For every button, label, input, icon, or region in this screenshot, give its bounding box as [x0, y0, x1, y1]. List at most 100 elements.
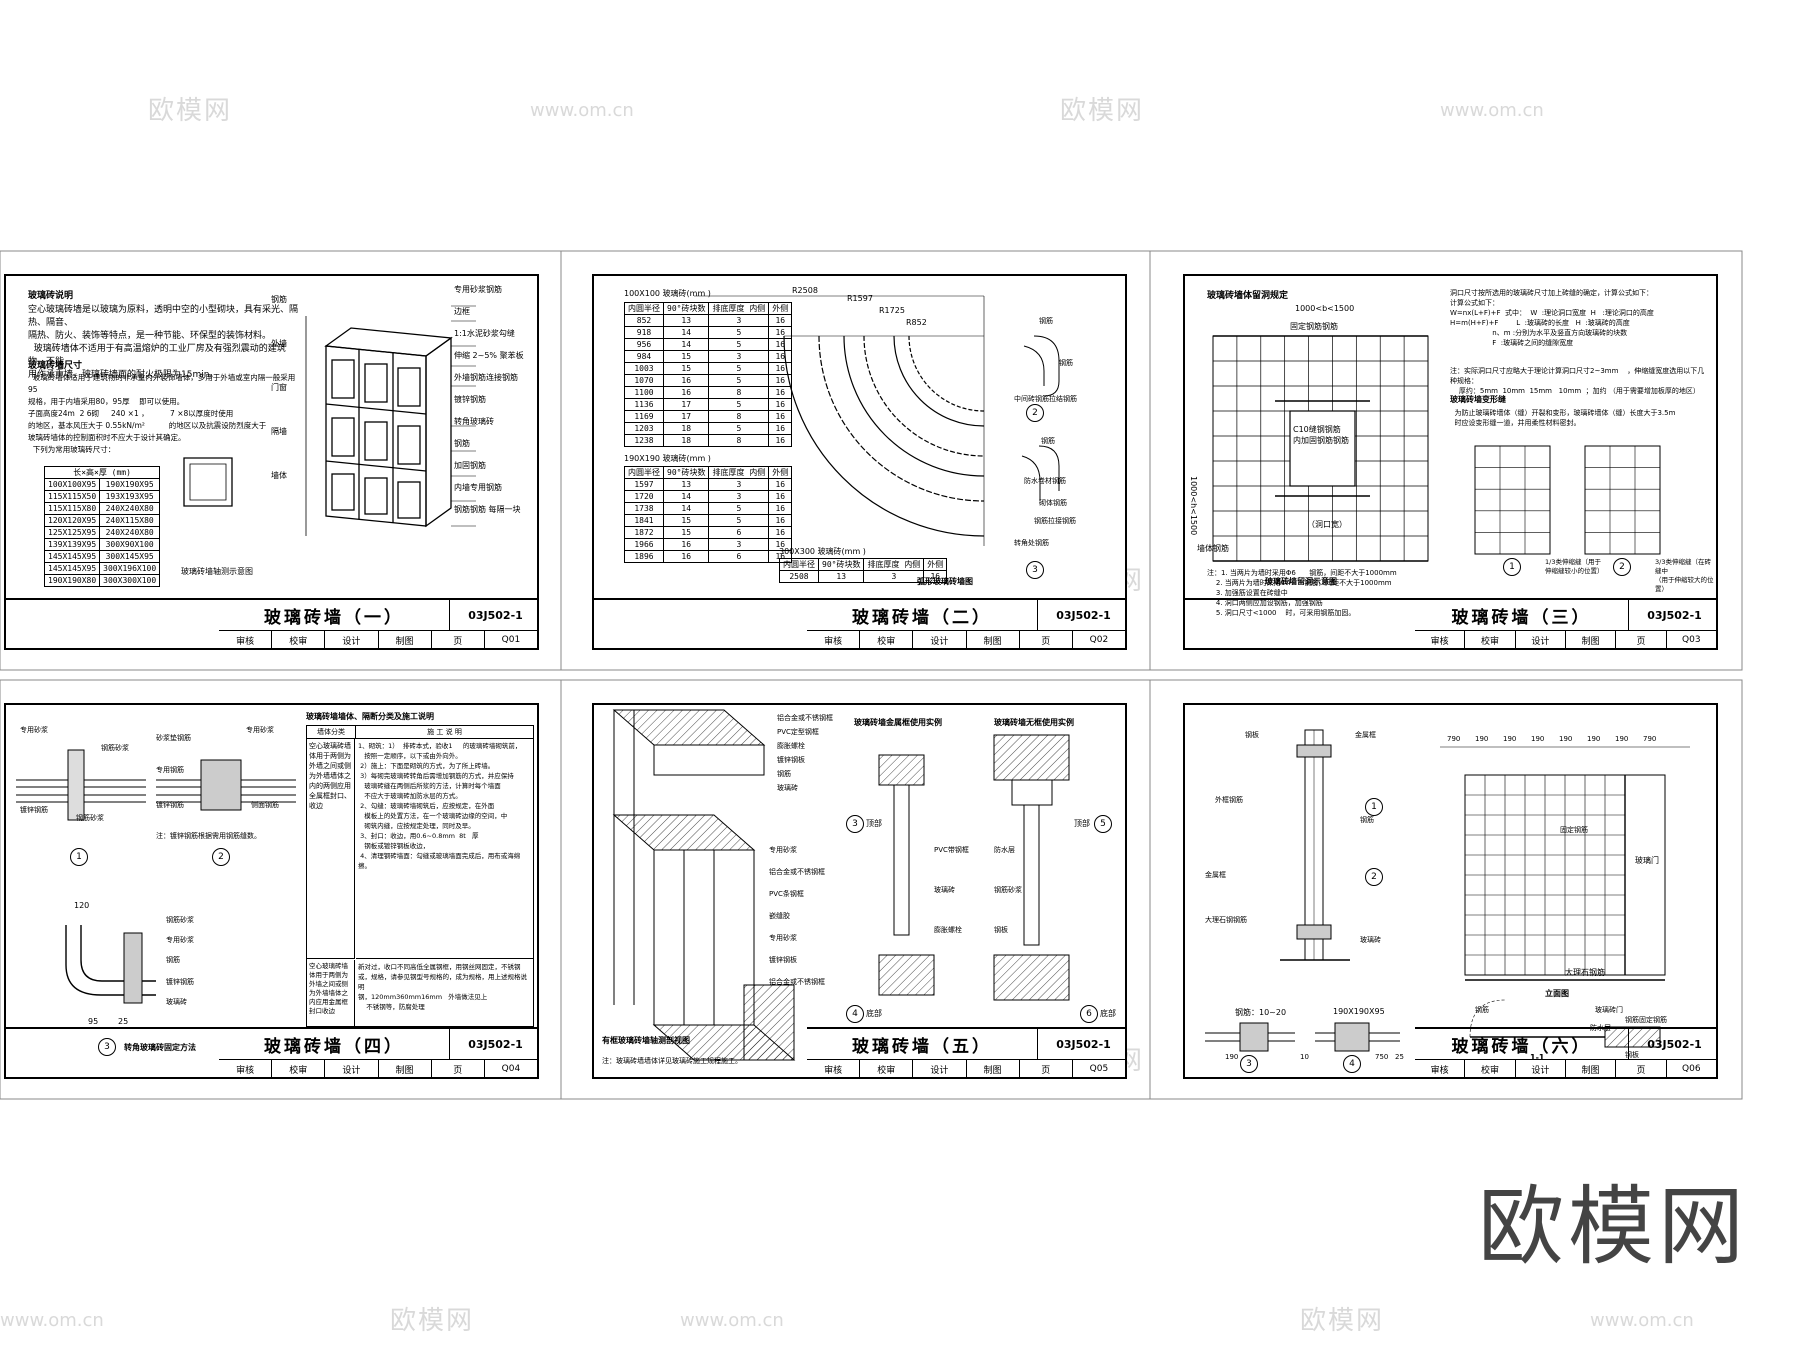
table-cell: 16 — [768, 362, 793, 375]
detail-number: 4 — [846, 1005, 864, 1023]
callout-label: 防水层 — [994, 846, 1015, 854]
column-header: 排底厚度 内侧 — [863, 558, 925, 571]
wall-opening-drawing — [1212, 335, 1661, 562]
tb-cell: 设计 — [1516, 631, 1566, 649]
dim-side: 1000<h<1500 — [1189, 476, 1198, 536]
sheet-6: 钢板金属框外框钢筋钢筋金属框大理石钢钢筋玻璃砖 玻璃砖门防水层固定钢筋钢筋钢板钢… — [1183, 703, 1718, 1079]
note-2: 注：实际洞口尺寸应略大于理论计算洞口尺寸2~3mm ，伸缩缝宽度选用以下几种规格… — [1450, 367, 1705, 395]
table-cell: 8 — [708, 434, 770, 447]
callout-label: 钢筋 — [1041, 437, 1055, 445]
tb-cell: 页 — [1616, 631, 1667, 649]
callout-label: 外墙 — [271, 339, 287, 348]
size-cell: 240X240X80 — [99, 526, 161, 539]
callout-label: 外墙钢筋连接钢筋 — [454, 373, 518, 382]
detail-number: 2 — [1026, 404, 1044, 422]
callout-label: 外框钢筋 — [1215, 796, 1243, 804]
table-cell: 16 — [662, 550, 710, 563]
column-header: 90°砖块数 — [662, 302, 710, 315]
watermark-url: www.om.cn — [1440, 100, 1544, 121]
detail-number: 1 — [1365, 798, 1383, 816]
formula-text: 洞口尺寸按所选用的玻璃砖尺寸加上砖缝的确定，计算公式如下： 计算公式如下： W=… — [1450, 289, 1654, 347]
callout-label: 190 — [1587, 735, 1601, 743]
table-cell: 16 — [768, 526, 793, 539]
sheet-code: 03J502-1 — [468, 1037, 523, 1051]
tb-cell: 校审 — [1465, 1060, 1516, 1078]
callout-label: 钢筋 — [1475, 1006, 1489, 1014]
door-label: 玻璃门 — [1635, 856, 1659, 865]
table-cell: 1070 — [624, 374, 664, 387]
dim-25: 25 — [118, 1017, 129, 1026]
label-bottom: 墙体钢筋 — [1197, 544, 1229, 553]
table-cell: 16 — [662, 374, 710, 387]
framed-note: 注：玻璃砖墙墙体详见玻璃砖施工规程施工。 — [602, 1057, 742, 1065]
table-cell: 1203 — [624, 422, 664, 435]
callout-label: 钢筋 — [166, 956, 180, 964]
table-cell: 1100 — [624, 386, 664, 399]
tb-cell: 制图 — [1566, 1060, 1617, 1078]
column-header: 外侧 — [768, 302, 793, 315]
table-cell: 15 — [662, 350, 710, 363]
tb-cell: 审核 — [807, 1060, 861, 1078]
callout-label: 砂浆垫钢筋 — [156, 734, 191, 742]
callout-label: 镀锌钢板 — [769, 956, 797, 964]
elevation-drawing — [1205, 729, 1690, 1052]
glass-brick-body-2: 玻璃砖墙体适用于建筑物的非承重内外装饰墙体，多用于外墙或室内隔一般采用95 规格… — [28, 373, 296, 454]
table-cell: 16 — [768, 410, 793, 423]
brand-logo: 欧模网 — [1478, 1177, 1748, 1277]
table-cell: 5 — [708, 338, 770, 351]
callout-label: 钢筋砂浆 — [76, 814, 104, 822]
callout-label: 专用砂浆 — [166, 936, 194, 944]
table-cell: 16 — [768, 422, 793, 435]
callout-label: 专用砂浆 — [769, 934, 797, 942]
callout-label: 10 — [1300, 1053, 1309, 1061]
col2-head: 施 工 说 明 — [356, 726, 533, 739]
joint-details-drawing — [16, 749, 296, 1004]
arc-figure-caption: 弧形玻璃砖墙图 — [917, 577, 973, 586]
tb-cell: 审核 — [1415, 1060, 1466, 1078]
table-cell: 16 — [768, 490, 793, 503]
tb-cell: 设计 — [325, 631, 379, 649]
callout-label: 隔墙 — [271, 427, 287, 436]
table-cell: 16 — [768, 434, 793, 447]
table-cell: 17 — [662, 410, 710, 423]
joint-caption-1: 1/3类伸缩缝（用于 伸缩缝较小的位置） — [1545, 558, 1604, 575]
callout-label: 中间砖钢筋拉结钢筋 — [1014, 395, 1077, 403]
callout-label: 190 — [1225, 1053, 1239, 1061]
callout-label: 钢板 — [994, 926, 1008, 934]
tb-cell: 设计 — [325, 1060, 379, 1078]
detail-number: 2 — [212, 848, 230, 866]
tb-cell: 审核 — [219, 631, 273, 649]
size-cell: 139X139X95 — [43, 538, 101, 551]
size-table-header: 长×高×厚 (mm) — [43, 466, 161, 479]
detail-number: 3 — [1026, 561, 1044, 579]
callout-label: 防水卷材钢筋 — [1024, 477, 1066, 485]
callout-label: 790 — [1643, 735, 1657, 743]
callout-label: 钢板 — [1625, 1051, 1639, 1059]
sheet-1: 玻璃砖说明 空心玻璃砖墙是以玻璃为原料，透明中空的小型砌块，具有采光、隔热、隔音… — [4, 274, 539, 650]
table-cell: 1896 — [624, 550, 664, 563]
callout-label: 铝合金或不锈钢框 — [769, 868, 825, 876]
table-cell: 5 — [708, 422, 770, 435]
page-number: Q06 — [1682, 1064, 1701, 1074]
page-number: Q03 — [1682, 635, 1701, 645]
tb-cell: 设计 — [1516, 1060, 1566, 1078]
sheet-code: 03J502-1 — [1647, 608, 1702, 622]
callout-label: 玻璃砖 — [166, 998, 187, 1006]
callout-label: 玻璃砖门 — [1595, 1006, 1623, 1014]
dim-95: 95 — [88, 1017, 99, 1026]
callout-label: 镀锌钢筋 — [156, 801, 184, 809]
table-3-caption: 300X300 玻璃砖(mm ) — [779, 547, 866, 556]
sheet-code: 03J502-1 — [1056, 1037, 1111, 1051]
